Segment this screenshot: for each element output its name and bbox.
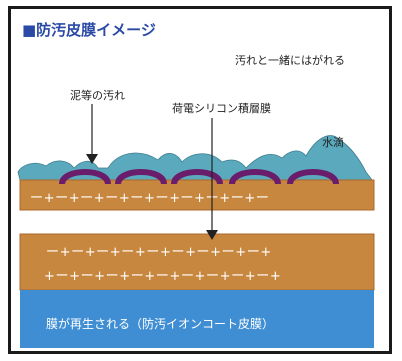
water-label: 水滴: [322, 135, 344, 149]
coating-arrow: [206, 118, 218, 240]
dirt-particles: [59, 169, 339, 185]
dirt-removed-label: 汚れと一緒にはがれる: [235, 53, 345, 67]
lower-layer-charges-row2: +ー+ー+ー+ー+ー+ー+ー+ー+ー+: [44, 269, 281, 284]
mud-arrow: [86, 104, 98, 164]
lower-layer-charges-row1: ー+ー+ー+ー+ー+ー+ー+ー+ー+: [46, 245, 272, 260]
regenerate-label: 膜が再生される（防汚イオンコート皮膜）: [46, 316, 274, 331]
mud-dirt-label: 泥等の汚れ: [70, 88, 125, 102]
upper-layer-charges: ー+ー+ー+ー+ー+ー+ー+ー+ー+ー: [30, 191, 269, 206]
dirt-particle: [115, 169, 167, 185]
lower-film-layer: [19, 233, 375, 291]
coating-label: 荷電シリコン積層膜: [172, 101, 271, 115]
upper-film-layer: [19, 179, 375, 211]
base-layer: [20, 290, 374, 348]
dirt-particle: [287, 169, 339, 185]
dirt-particle: [171, 169, 223, 185]
water-droplets: [17, 135, 373, 181]
dirt-particle: [229, 169, 281, 185]
diagram-title: ■防汚皮膜イメージ: [22, 21, 156, 39]
dirt-particle: [59, 169, 111, 185]
